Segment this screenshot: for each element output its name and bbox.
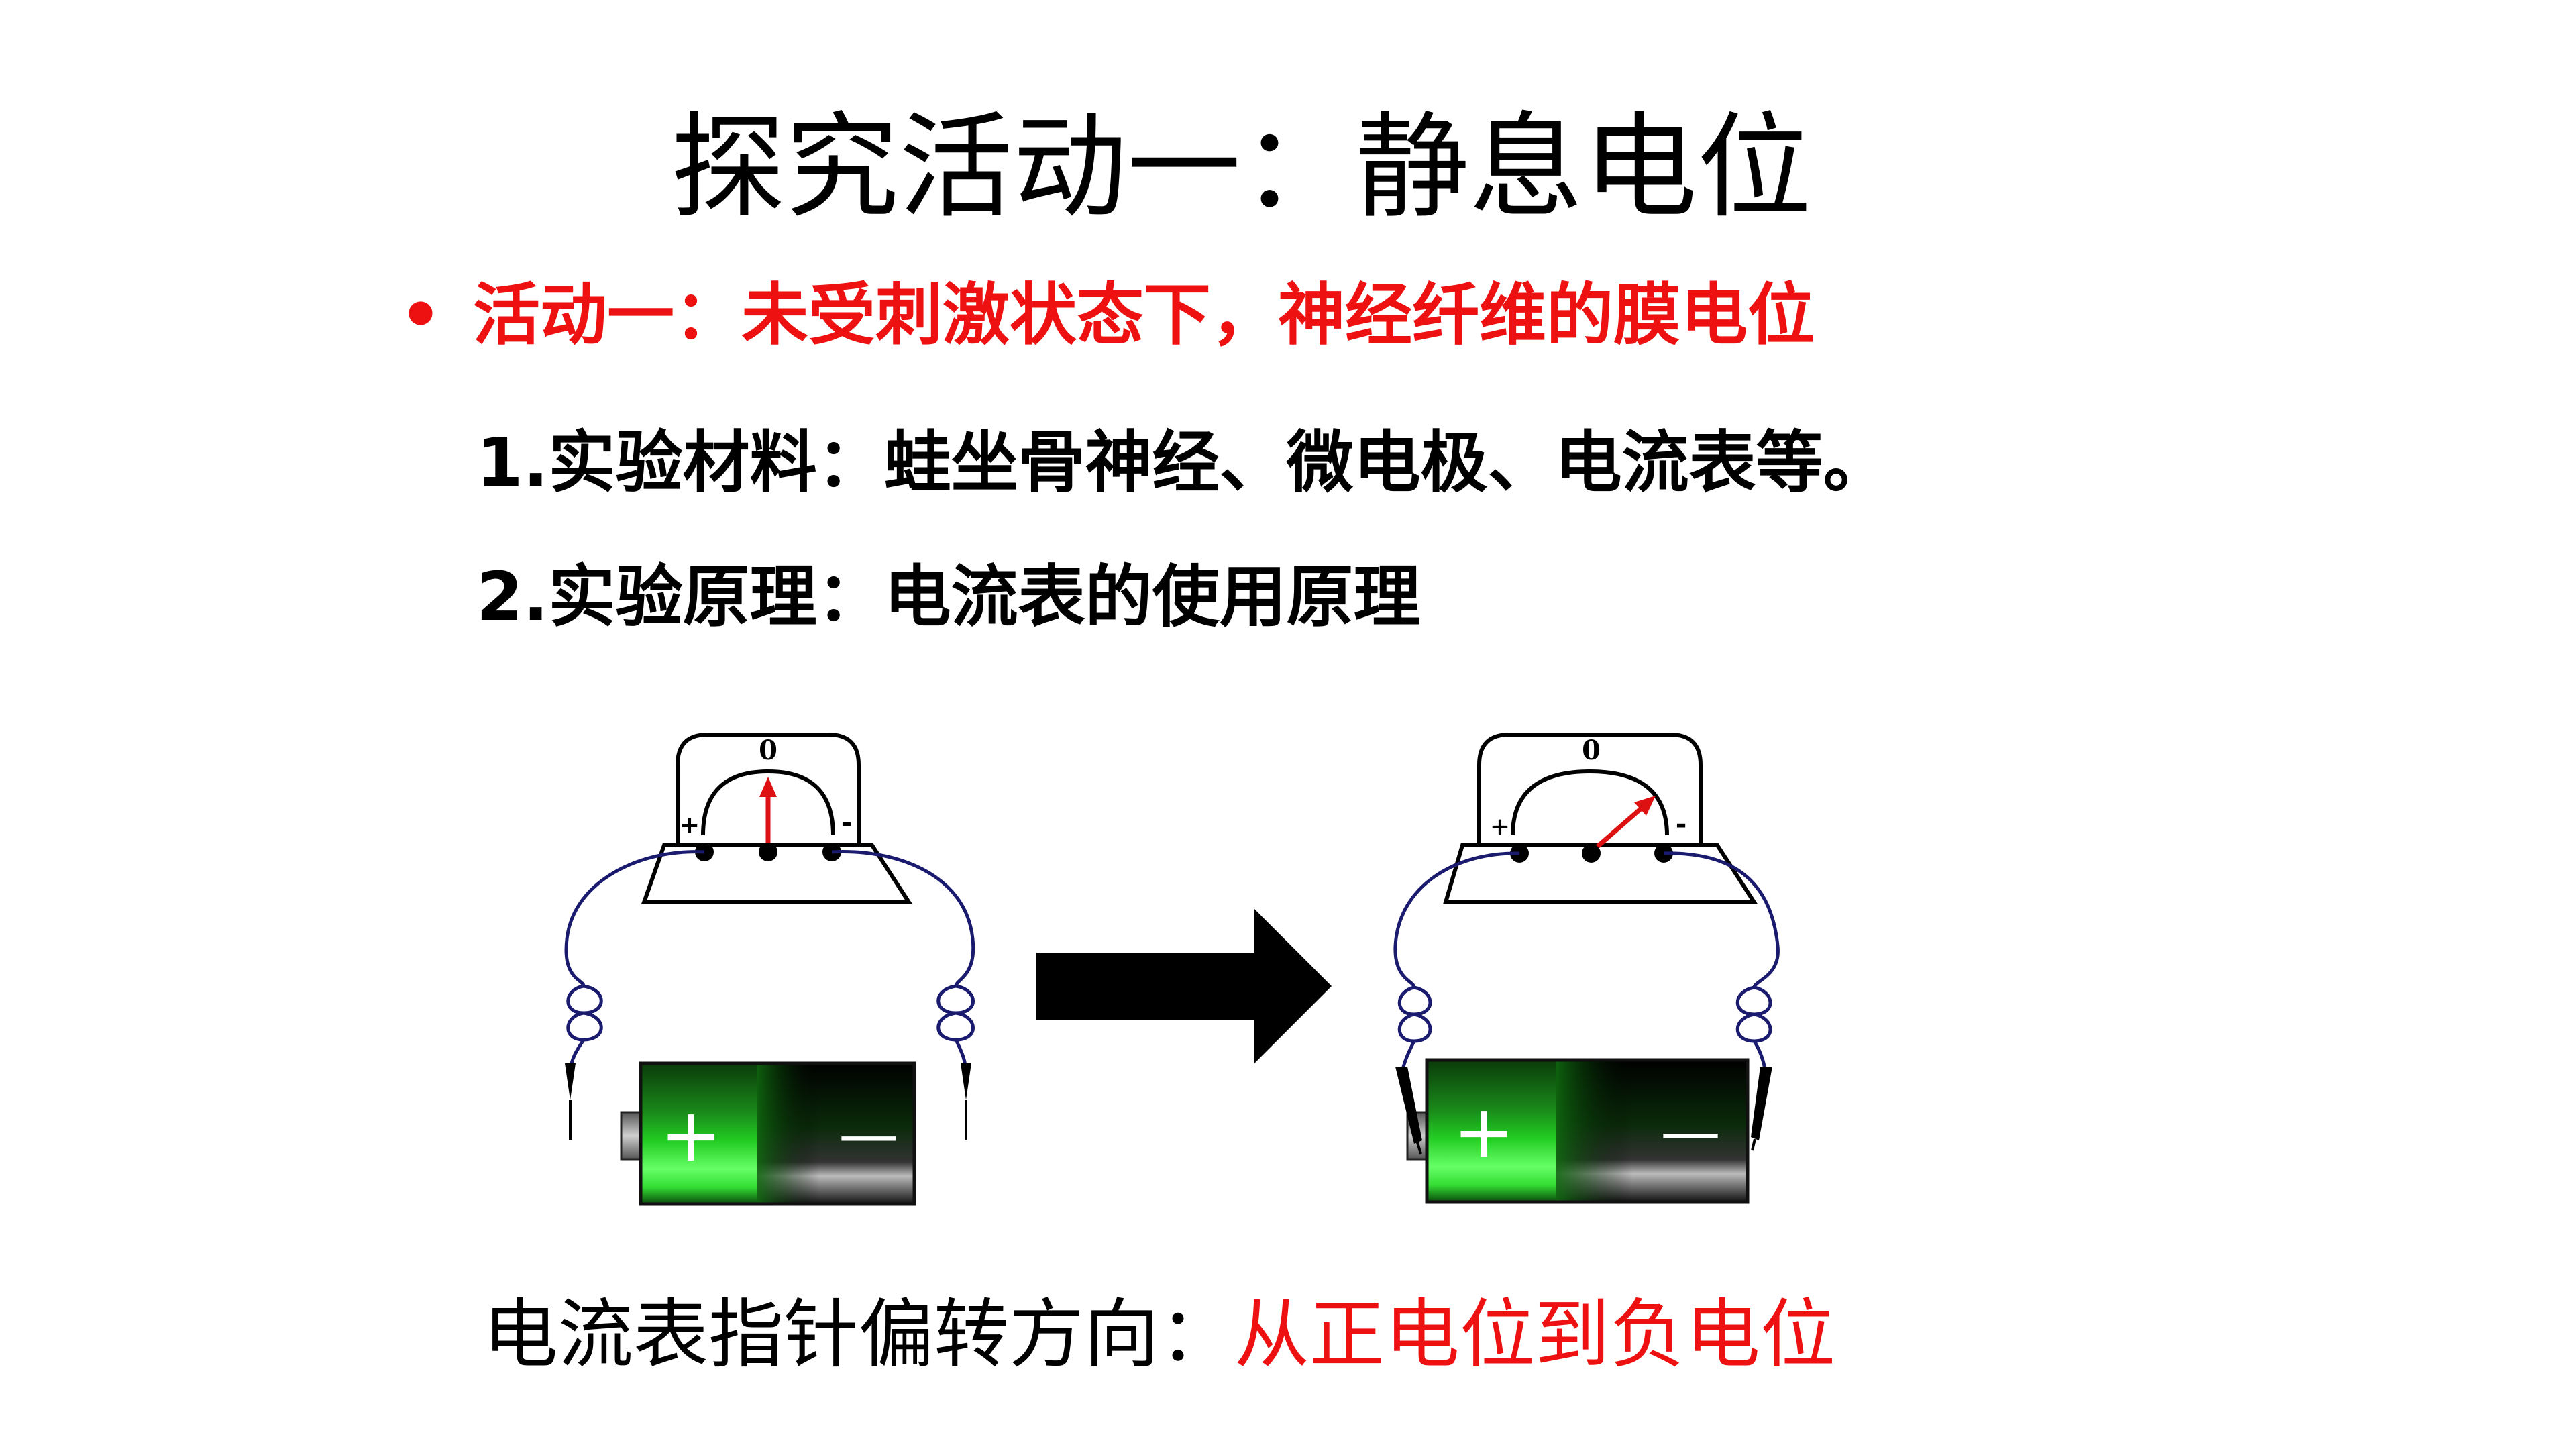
right-battery-minus-label: — [1660,1097,1721,1167]
right-meter-minus-label: - [1676,809,1687,840]
left-galvanometer: 0 + - [641,733,913,904]
right-battery-plus-label: + [1453,1089,1515,1175]
activity-bullet: • 活动一：未受刺激状态下，神经纤维的膜电位 [399,272,1815,359]
right-wires [1393,851,1780,1074]
left-battery-plus-label: + [660,1092,722,1178]
left-meter-minus-label: - [841,808,853,839]
right-arrow-icon [1036,909,1332,1063]
right-battery: + — [1406,1058,1750,1204]
caption-highlight: 从正电位到负电位 [1234,1291,1835,1379]
bullet-marker: • [399,276,442,354]
caption-prefix: 电流表指针偏转方向： [483,1291,1234,1379]
left-wires [564,850,975,1074]
deflection-caption: 电流表指针偏转方向：从正电位到负电位 [483,1288,1835,1382]
left-battery-minus-label: — [839,1099,899,1170]
activity-bullet-text: 活动一：未受刺激状态下，神经纤维的膜电位 [473,276,1815,354]
right-galvanometer: 0 + - [1442,733,1758,904]
right-meter-plus-label: + [1490,813,1510,841]
left-meter-plus-label: + [680,812,700,839]
principle-item: 2.实验原理：电流表的使用原理 [476,557,1421,636]
left-battery: + — [620,1061,916,1206]
left-meter-zero-label: 0 [759,735,777,766]
materials-item: 1.实验材料：蛙坐骨神经、微电极、电流表等。 [476,423,1890,502]
slide-title: 探究活动一：静息电位 [670,101,1811,234]
right-electrodes [1395,1067,1772,1155]
left-electrodes [565,1063,971,1140]
right-meter-zero-label: 0 [1582,735,1601,766]
